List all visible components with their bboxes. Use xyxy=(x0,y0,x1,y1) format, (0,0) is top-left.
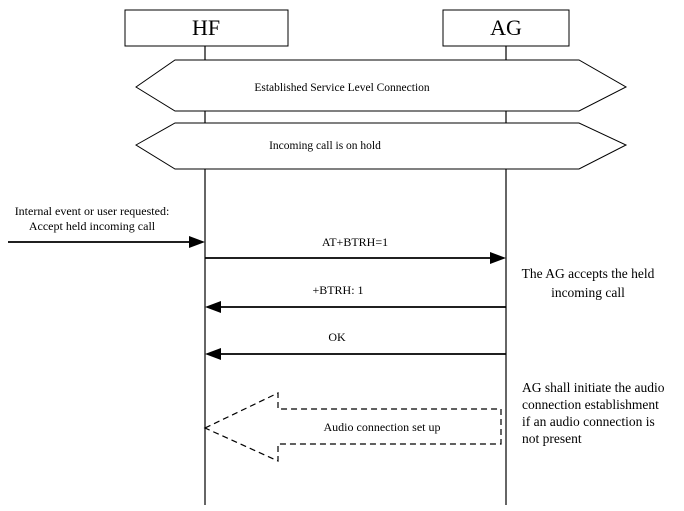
audio-note-line-3: if an audio connection is xyxy=(522,414,655,429)
hold-banner-label: Incoming call is on hold xyxy=(269,140,381,152)
audio-note: AG shall initiate the audio connection e… xyxy=(522,380,665,446)
audio-connection-arrow: Audio connection set up xyxy=(203,392,502,462)
ag-lifeline-header: AG xyxy=(442,9,570,47)
accept-note-line-1: The AG accepts the held xyxy=(522,266,655,281)
hf-lifeline-label: HF xyxy=(192,15,220,40)
ok-label: OK xyxy=(328,330,346,344)
audio-note-line-4: not present xyxy=(522,431,582,446)
ok-message: OK xyxy=(205,330,506,360)
audio-connection-label: Audio connection set up xyxy=(324,420,441,434)
trigger-line-2: Accept held incoming call xyxy=(29,219,156,233)
accept-note: The AG accepts the held incoming call xyxy=(522,266,655,300)
audio-note-line-1: AG shall initiate the audio xyxy=(522,380,665,395)
hold-banner: Incoming call is on hold xyxy=(135,122,628,170)
hf-lifeline-header: HF xyxy=(124,9,289,47)
trigger-note: Internal event or user requested: Accept… xyxy=(15,204,170,233)
btrh-response-label: +BTRH: 1 xyxy=(312,283,363,297)
ag-lifeline-label: AG xyxy=(490,15,522,40)
btrh-command-message: AT+BTRH=1 xyxy=(205,235,506,264)
btrh-command-label: AT+BTRH=1 xyxy=(322,235,388,249)
slc-banner-label: Established Service Level Connection xyxy=(254,82,430,94)
trigger-arrow xyxy=(8,236,205,248)
slc-banner: Established Service Level Connection xyxy=(135,59,628,112)
trigger-line-1: Internal event or user requested: xyxy=(15,204,170,218)
accept-note-line-2: incoming call xyxy=(551,285,625,300)
audio-note-line-2: connection establishment xyxy=(522,397,659,412)
btrh-response-message: +BTRH: 1 xyxy=(205,283,506,313)
